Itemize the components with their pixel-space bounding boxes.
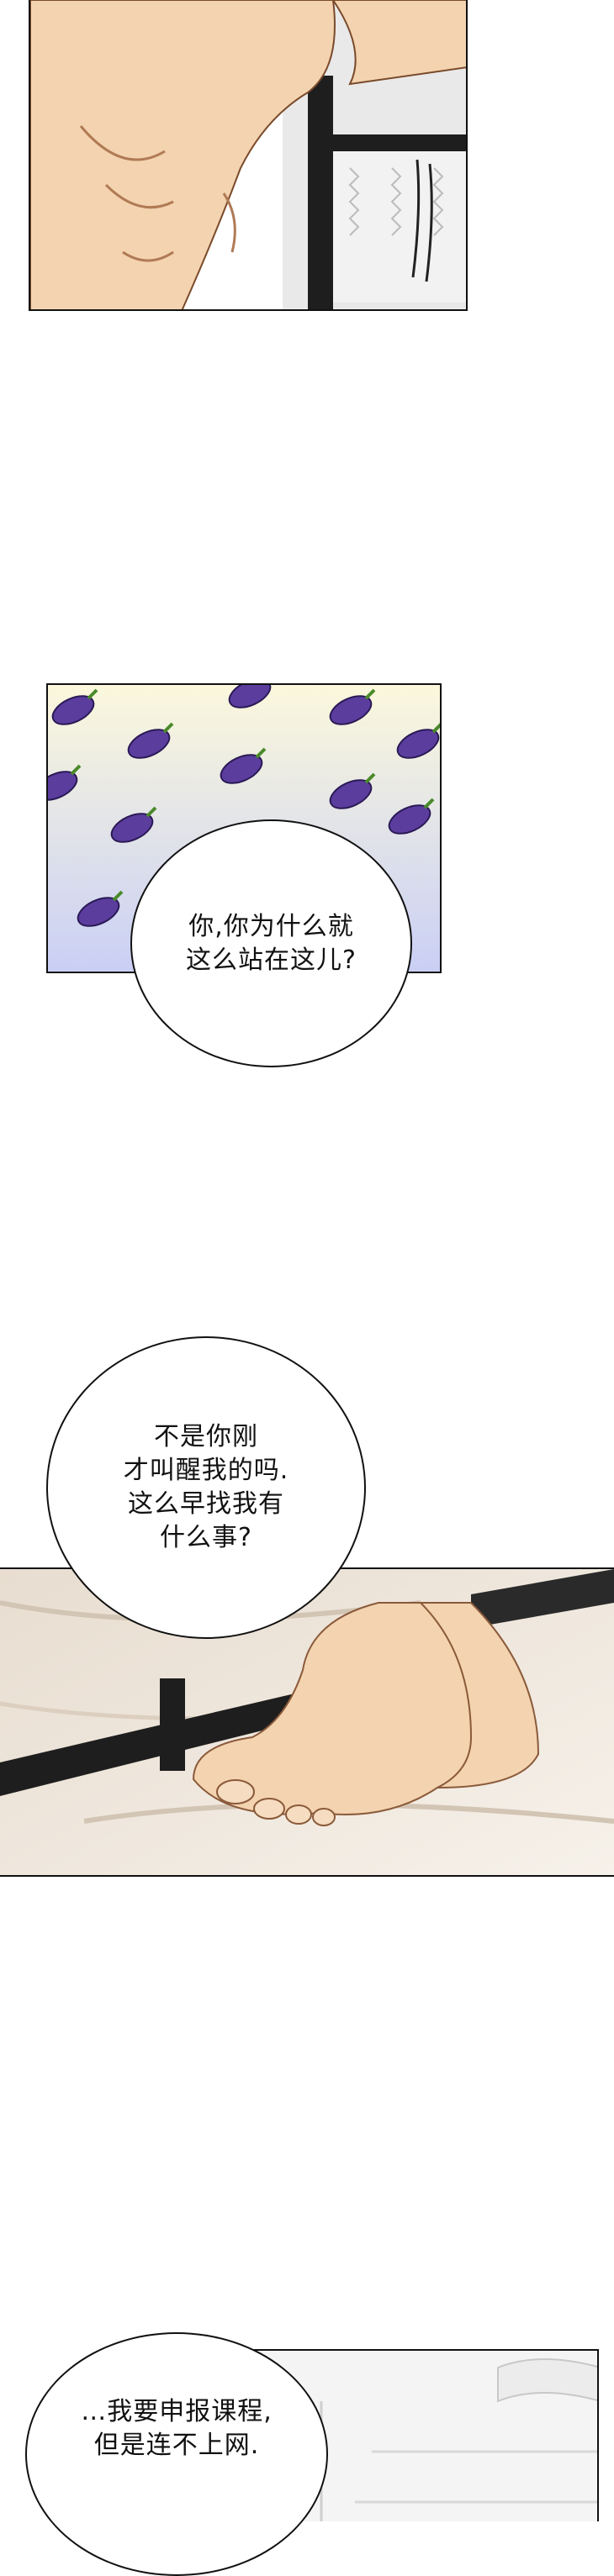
speech-bubble-3: …我要申报课程, 但是连不上网. xyxy=(25,2332,328,2576)
feet-illustration xyxy=(0,1569,614,1875)
speech-bubble-1: 你,你为什么就 这么站在这儿? xyxy=(130,819,412,1067)
panel-feet xyxy=(0,1567,614,1877)
speech-bubble-3-text: …我要申报课程, 但是连不上网. xyxy=(81,2397,273,2460)
speech-bubble-2: 不是你刚 才叫醒我的吗. 这么早找我有 什么事? xyxy=(46,1336,366,1639)
speech-bubble-2-text: 不是你刚 才叫醒我的吗. 这么早找我有 什么事? xyxy=(123,1422,289,1552)
torso-illustration xyxy=(30,0,466,309)
speech-bubble-1-text: 你,你为什么就 这么站在这儿? xyxy=(186,911,357,975)
panel-torso xyxy=(29,0,468,311)
